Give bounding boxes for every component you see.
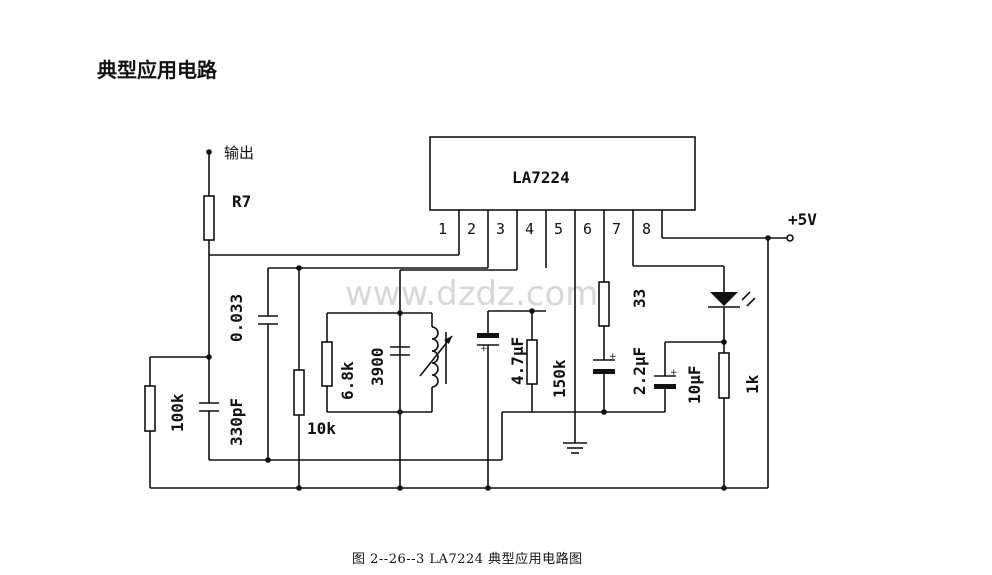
capacitor-2-2uf [593, 369, 615, 374]
output-label: 输出 [224, 144, 254, 162]
pin-5-label: 5 [554, 220, 563, 238]
watermark: www.dzdz.com [345, 274, 598, 314]
svg-text:+: + [670, 368, 678, 378]
inductor-coil [431, 326, 439, 388]
ic-body [429, 136, 696, 211]
r7-label: R7 [232, 192, 251, 211]
c-0033-label: 0.033 [227, 294, 246, 342]
vcc-label: +5V [788, 210, 817, 229]
svg-text:+: + [609, 352, 617, 362]
pin-3-label: 3 [496, 220, 505, 238]
c-3900-label: 3900 [368, 347, 387, 386]
c-330pf-label: 330pF [227, 398, 246, 446]
r-6-8k-label: 6.8k [338, 361, 357, 400]
resistor-r7 [203, 195, 215, 241]
resistor-10k [293, 369, 305, 416]
vcc-terminal [786, 234, 794, 242]
ic-label: LA7224 [512, 168, 570, 187]
r-10k-label: 10k [307, 419, 336, 438]
pin-6-label: 6 [583, 220, 592, 238]
resistor-6-8k [321, 341, 333, 387]
resistor-1k [718, 352, 730, 399]
page-title: 典型应用电路 [97, 58, 217, 82]
r-100k-label: 100k [168, 393, 187, 432]
pin-4-label: 4 [525, 220, 534, 238]
capacitor-4-7uf [477, 333, 499, 338]
svg-text:+: + [480, 344, 488, 354]
c-10uf-label: 10μF [685, 365, 704, 404]
r-150k-label: 150k [550, 359, 569, 398]
resistor-100k [144, 385, 156, 432]
r-33-label: 33 [630, 289, 649, 308]
pin-1-label: 1 [438, 220, 447, 238]
pin-2-label: 2 [467, 220, 476, 238]
figure-caption: 图 2--26--3 LA7224 典型应用电路图 [352, 552, 583, 567]
resistor-33 [598, 281, 610, 327]
capacitor-10uf [654, 384, 676, 389]
led-icon [710, 292, 738, 306]
pin-8-label: 8 [642, 220, 651, 238]
pin-7-label: 7 [612, 220, 621, 238]
c-2-2uf-label: 2.2μF [630, 347, 649, 395]
r-1k-label: 1k [743, 374, 762, 394]
resistor-150k [526, 339, 538, 385]
c-4-7uf-label: 4.7μF [508, 337, 527, 385]
ic-pins: 1 2 3 4 5 6 7 8 [438, 210, 663, 238]
